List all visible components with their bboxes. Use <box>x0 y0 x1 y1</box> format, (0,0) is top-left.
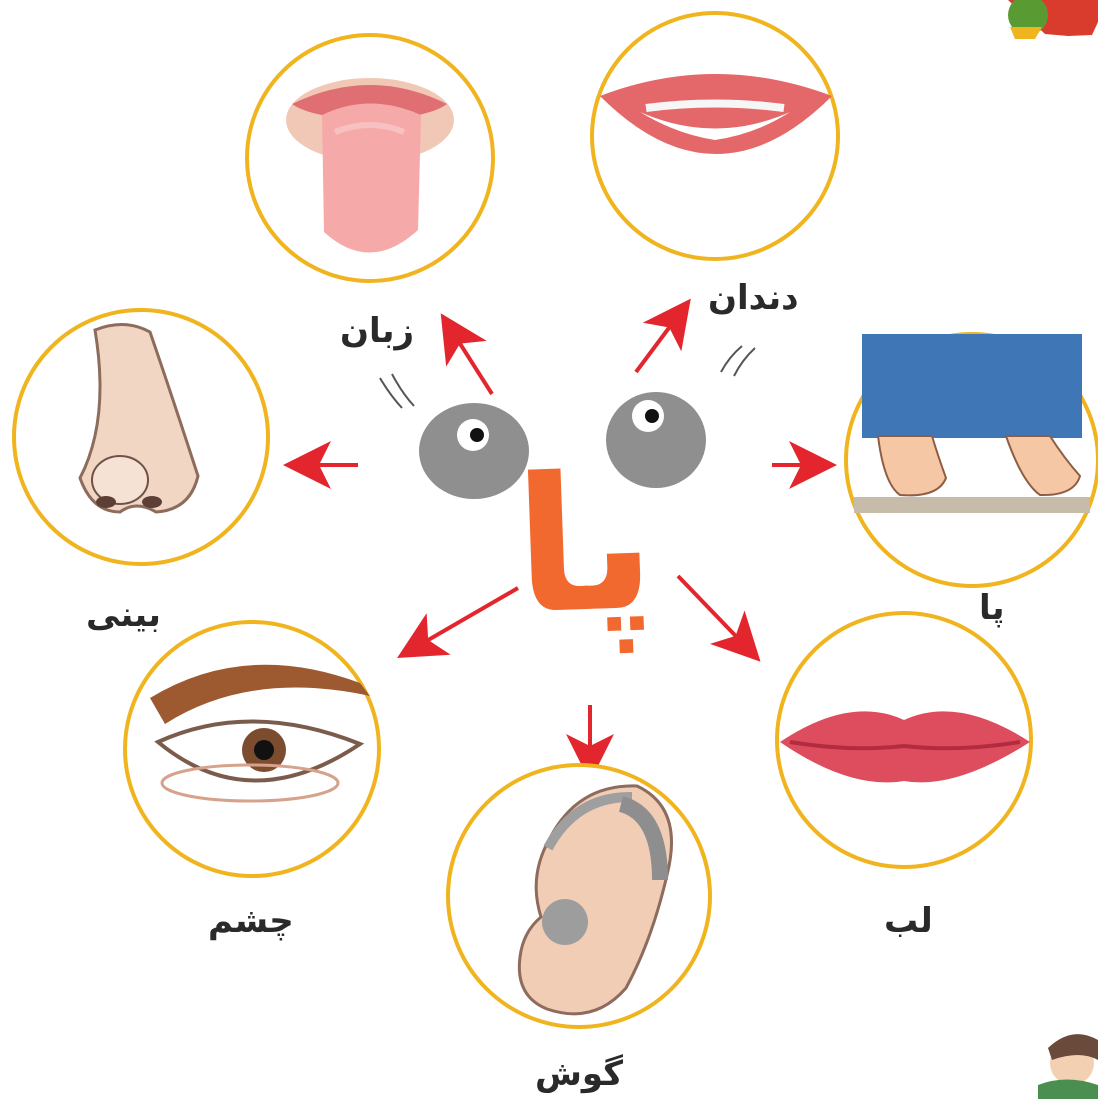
circle-lip <box>777 613 1031 867</box>
circle-eye <box>125 622 379 876</box>
label-tongue: زبان <box>340 314 414 348</box>
corner-bird-icon <box>1008 0 1098 39</box>
label-eye: چشم <box>208 904 294 938</box>
arrow-to-teeth <box>636 305 686 372</box>
label-teeth: دندان <box>708 281 799 315</box>
label-nose: بینی <box>86 598 161 632</box>
circle-foot <box>846 334 1098 586</box>
circle-nose <box>14 310 268 564</box>
circle-tongue <box>247 35 493 281</box>
label-lip: لب <box>884 904 933 938</box>
label-foot: پا <box>979 591 1005 625</box>
arrow-to-eye <box>404 588 518 654</box>
label-ear: گوش <box>535 1057 623 1091</box>
arrow-to-tongue <box>445 320 492 394</box>
center-letter: پا <box>512 450 658 641</box>
arrow-to-lip <box>678 576 755 656</box>
circle-teeth <box>592 13 838 259</box>
corner-person-icon <box>1038 1034 1098 1099</box>
circle-ear <box>448 765 710 1027</box>
